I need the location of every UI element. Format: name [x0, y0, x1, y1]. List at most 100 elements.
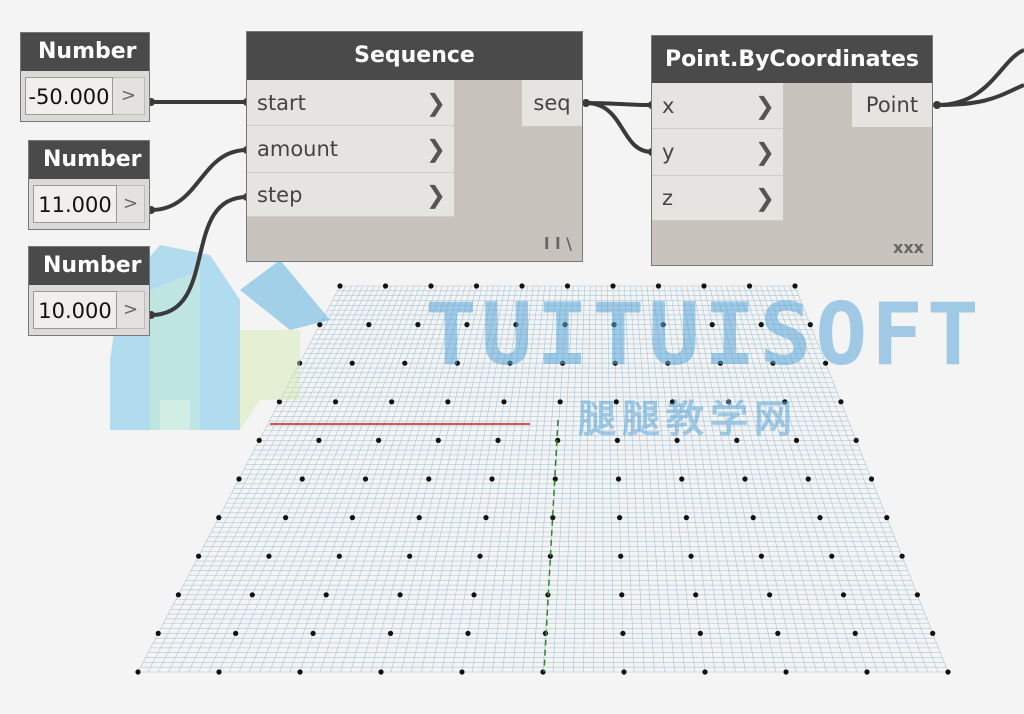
point-marker — [426, 476, 432, 482]
chevron-right-icon: ❯ — [754, 138, 775, 166]
output-port-arrow[interactable]: > — [117, 185, 145, 223]
node-title: Sequence — [247, 32, 582, 80]
port-label: amount — [257, 137, 339, 161]
point-marker — [669, 399, 676, 405]
point-marker — [758, 322, 764, 328]
point-marker — [829, 553, 835, 559]
point-marker — [611, 322, 617, 328]
point-marker — [610, 283, 616, 289]
point-marker — [726, 399, 732, 405]
chevron-right-icon: ❯ — [425, 89, 446, 117]
point-marker — [435, 437, 441, 443]
lacing-indicator[interactable]: xxx — [893, 238, 924, 257]
point-marker — [519, 283, 525, 289]
point-marker — [155, 630, 161, 637]
point-marker — [547, 553, 553, 559]
point-marker — [614, 437, 621, 443]
point-marker — [734, 437, 740, 443]
chevron-right-icon: ❯ — [754, 184, 775, 212]
point-marker — [310, 630, 316, 637]
output-port-arrow[interactable]: > — [117, 291, 145, 329]
point-marker — [233, 630, 239, 637]
port-label: z — [662, 186, 674, 210]
input-port-x[interactable]: x ❯ — [652, 83, 783, 129]
point-marker — [387, 630, 394, 637]
point-marker — [793, 437, 800, 443]
point-marker — [767, 592, 773, 598]
point-marker — [299, 476, 305, 482]
point-marker — [323, 592, 329, 598]
point-marker — [853, 437, 859, 443]
input-port-step[interactable]: step ❯ — [247, 173, 454, 217]
number-input[interactable]: 11.000 — [33, 185, 117, 223]
point-marker — [477, 553, 483, 559]
point-grid — [135, 283, 951, 675]
sequence-node[interactable]: Sequence start ❯ amount ❯ step ❯ seq l l… — [246, 31, 583, 262]
point-marker — [655, 283, 662, 289]
point-marker — [175, 592, 181, 598]
point-marker — [884, 515, 890, 521]
number-input[interactable]: 10.000 — [33, 291, 117, 329]
grid-plane — [137, 285, 949, 673]
point-marker — [840, 592, 847, 598]
point-marker — [679, 476, 685, 482]
point-marker — [196, 553, 202, 559]
output-port-seq[interactable]: seq — [522, 80, 582, 126]
point-marker — [914, 592, 921, 598]
number-node-3[interactable]: Number 10.000 > — [28, 246, 150, 336]
point-marker — [135, 669, 141, 675]
point-marker — [792, 283, 798, 289]
point-marker — [349, 360, 355, 366]
point-marker — [838, 399, 844, 405]
point-marker — [276, 399, 282, 405]
point-marker — [337, 283, 343, 289]
point-marker — [697, 630, 703, 637]
point-marker — [621, 669, 627, 675]
input-port-amount[interactable]: amount ❯ — [247, 126, 454, 173]
output-port-point[interactable]: Point — [852, 83, 932, 127]
point-marker — [613, 399, 619, 405]
number-node-1[interactable]: Number -50.000 > — [20, 32, 150, 122]
point-marker — [349, 515, 355, 521]
point-marker — [864, 669, 870, 675]
chevron-right-icon: ❯ — [754, 92, 775, 120]
input-port-y[interactable]: y ❯ — [652, 129, 783, 176]
point-marker — [471, 592, 477, 598]
point-marker — [416, 515, 422, 521]
point-marker — [817, 515, 823, 521]
point-marker — [297, 669, 303, 675]
input-port-start[interactable]: start ❯ — [247, 80, 454, 126]
point-marker — [617, 515, 623, 521]
point-marker — [402, 360, 408, 366]
port-label: x — [662, 94, 675, 118]
point-marker — [660, 322, 666, 328]
point-marker — [216, 515, 222, 521]
point-marker — [701, 283, 707, 289]
point-marker — [501, 399, 507, 405]
point-marker — [615, 476, 622, 482]
point-bycoordinates-node[interactable]: Point.ByCoordinates x ❯ y ❯ z ❯ Point xx… — [651, 35, 933, 266]
number-input[interactable]: -50.000 — [25, 77, 113, 115]
point-marker — [709, 322, 715, 328]
point-marker — [770, 360, 776, 366]
chevron-right-icon: ❯ — [425, 181, 446, 209]
number-node-2[interactable]: Number 11.000 > — [28, 140, 150, 230]
point-marker — [945, 669, 951, 675]
point-marker — [317, 322, 323, 328]
point-marker — [775, 630, 781, 637]
lacing-indicator[interactable]: l l \ — [544, 234, 572, 253]
point-marker — [868, 476, 875, 482]
point-marker — [513, 322, 519, 328]
point-marker — [495, 437, 501, 443]
node-title: Number — [21, 33, 149, 71]
point-marker — [376, 437, 382, 443]
point-marker — [473, 283, 480, 289]
watermark-brand: TUITUISOFT — [425, 285, 983, 385]
point-marker — [758, 553, 765, 559]
input-port-z[interactable]: z ❯ — [652, 176, 783, 221]
point-marker — [746, 283, 753, 289]
point-marker — [507, 360, 513, 366]
output-port-arrow[interactable]: > — [113, 77, 145, 115]
wires — [150, 48, 1024, 317]
